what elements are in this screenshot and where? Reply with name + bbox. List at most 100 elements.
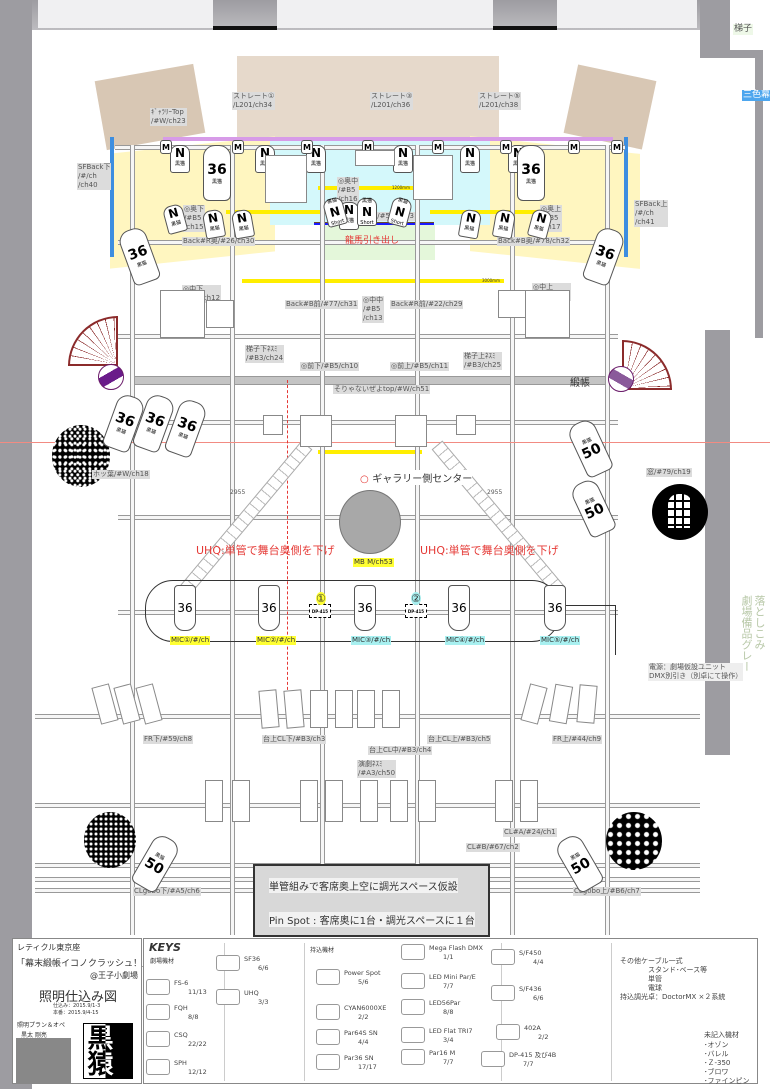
channel-label: ストレート⑤ /L201/ch38 — [478, 92, 522, 110]
logo-text: 黒猿 — [83, 1024, 113, 1076]
key-item-count: 11/13 — [188, 988, 207, 996]
key-symbol-icon — [491, 985, 515, 1001]
fs6-fixture — [418, 780, 436, 822]
right-wall-step — [730, 50, 763, 58]
vertical-curtain-bar — [130, 376, 625, 385]
vertical-curtain-label: 緞帳 — [570, 378, 590, 389]
key-item-count: 4/4 — [533, 958, 544, 966]
venue: @王子小劇場 — [90, 971, 138, 980]
pipe-row-4 — [118, 420, 618, 425]
mic-group-outline — [145, 580, 560, 642]
gobo-speckle-icon — [84, 812, 136, 868]
channel-label: ◎奥中 /#B5 /ch16 — [337, 177, 360, 204]
key-symbol-icon — [401, 1027, 425, 1043]
key-item-count: 7/7 — [523, 1060, 534, 1068]
designer-name: 黒太 剛亮 — [21, 1032, 47, 1039]
key-item-count: 8/8 — [443, 1008, 454, 1016]
channel-label: FR上/#44/ch9 — [552, 735, 603, 744]
mic-label: MIC⑤/#/ch — [540, 636, 581, 645]
red-dashed-line — [287, 380, 288, 700]
key-item-name: Mega Flash DMX — [429, 944, 483, 952]
key-item-name: UHQ — [244, 989, 259, 997]
key-item-name: S/F436 — [519, 985, 542, 993]
fixture-body — [265, 155, 307, 203]
note-box: 単管組みで客席奥上空に調光スペース仮設 Pin Spot : 客席奥に1台・調光… — [253, 864, 490, 937]
door-left — [213, 26, 277, 30]
fixture-body — [300, 415, 332, 447]
key-symbol-icon — [316, 969, 340, 985]
channel-label: Back#B前/#77/ch31 — [285, 300, 359, 309]
key-symbol-icon — [316, 1029, 340, 1045]
company-name: レティクル東京座 — [17, 943, 81, 952]
power-cable-line — [560, 605, 616, 655]
yellow-bar-5 — [318, 450, 422, 454]
key-item-count: 12/12 — [188, 1068, 207, 1076]
gobo-blobs-icon — [606, 812, 662, 870]
key-item-name: SPH — [174, 1059, 187, 1067]
par36-sn-fixture-mark: N — [343, 203, 355, 217]
channel-label: CL#A/#24/ch1 — [503, 828, 557, 837]
channel-label: CL#B/#67/ch2 — [466, 843, 520, 852]
sf36-mic-fixture: 36 — [174, 585, 196, 631]
par16-fixture: M — [568, 140, 580, 154]
channel-label: ストレート① /L201/ch34 — [232, 92, 276, 110]
doc-title: 照明仕込み図 — [39, 990, 118, 1005]
left-wall — [0, 0, 32, 1089]
pipe-row-3 — [118, 334, 618, 339]
tan-flat-center — [237, 56, 499, 140]
key-symbol-icon — [216, 955, 240, 971]
par64-sn-fixture-mark: 黒猫 — [361, 197, 372, 204]
par16-fixture: M — [301, 140, 313, 154]
power-note: 電源：劇場仮設ユニット DMX別引き（別卓にて操作） — [648, 663, 744, 681]
key-item-name: S/F450 — [519, 949, 542, 957]
ladder-label: 梯子 — [733, 24, 754, 35]
brought-equipment-heading: 持込機材 — [310, 947, 335, 954]
key-item-name: FQH — [174, 1004, 188, 1012]
key-item-name: LED Flat TRI7 — [429, 1027, 473, 1035]
key-item-count: 1/1 — [443, 953, 454, 961]
key-symbol-icon — [146, 1004, 170, 1020]
right-wall-strip — [755, 58, 763, 338]
channel-label: 梯子下ﾈｽﾐ /#B3/ch24 — [245, 345, 285, 363]
fs6-fixture — [232, 780, 250, 822]
sf36-mic-fixture-mark: 36 — [451, 601, 467, 615]
dp415-dimmer: DP-415 — [405, 604, 427, 618]
note-line-2: Pin Spot : 客席奥に1台・調光スペースに１台 — [269, 912, 475, 927]
par36-sn-fixture-mark: N — [310, 146, 322, 160]
channel-label: FR下/#59/ch8 — [143, 735, 194, 744]
keys-title: KEYS — [149, 941, 181, 954]
channel-label: 窓/#79/ch19 — [646, 468, 692, 477]
par36-sn-fixture-mark: N — [259, 146, 271, 160]
stage-opening-right — [557, 0, 697, 28]
channel-label: 台上CL中/#B3/ch4 — [368, 746, 433, 755]
channel-label: 演劇ﾈｽﾐ /#A3/ch50 — [357, 760, 397, 778]
key-item-count: 2/2 — [358, 1013, 369, 1021]
channel-label: Back#R奥/#26/ch30 — [182, 237, 256, 246]
csq-fixture — [283, 689, 305, 729]
key-symbol-icon — [316, 1004, 340, 1020]
key-item-name: LED56Par — [429, 999, 461, 1007]
yellow-bar-4 — [242, 279, 504, 283]
purple-fixture-right — [608, 366, 634, 392]
unlisted-item-5: ･ファインピン — [704, 1077, 750, 1085]
par36-sn-fixture-mark: N — [397, 146, 409, 160]
key-item-name: Par64S SN — [344, 1029, 378, 1037]
gallery-center-text: ギャラリー側センター — [372, 474, 473, 485]
fixture-body — [395, 415, 427, 447]
show-date: 本番：2015.9/4-15 — [53, 1010, 99, 1016]
fs6-fixture — [495, 780, 513, 822]
key-item-count: 7/7 — [443, 982, 454, 990]
sf36-mic-fixture-mark: 36 — [261, 601, 277, 615]
right-wall-column — [705, 330, 730, 755]
channel-label: ◎前上/#B5/ch11 — [390, 362, 450, 371]
sf436-fixture-mark: 36 — [521, 161, 541, 178]
